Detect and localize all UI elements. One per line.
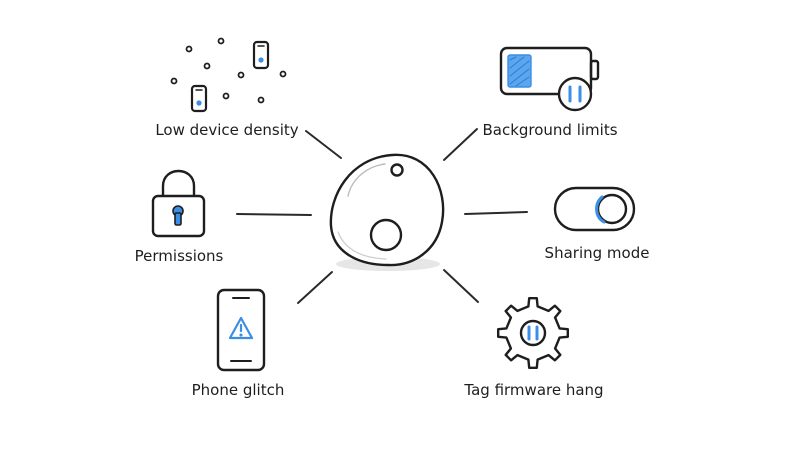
connector-permissions [236, 213, 312, 216]
paused-gear-icon [497, 297, 569, 369]
connector-phone-glitch [297, 271, 333, 304]
padlock-icon [151, 169, 206, 238]
label-permissions: Permissions [134, 247, 224, 265]
connector-firmware [443, 269, 479, 303]
label-low-device-density: Low device density [155, 121, 299, 139]
toggle-switch-icon [553, 186, 636, 232]
label-sharing-mode: Sharing mode [544, 244, 650, 262]
connector-background [443, 128, 478, 161]
tracker-tag-icon [329, 153, 445, 271]
phone-warning-icon [216, 288, 266, 372]
label-phone-glitch: Phone glitch [191, 381, 285, 399]
paused-battery-icon [499, 46, 600, 112]
scattered-phones-icon [170, 37, 287, 113]
connector-low-density [305, 130, 342, 159]
label-tag-firmware-hang: Tag firmware hang [464, 381, 604, 399]
connector-lines [236, 128, 528, 304]
label-background-limits: Background limits [482, 121, 618, 139]
connector-sharing [464, 211, 528, 215]
